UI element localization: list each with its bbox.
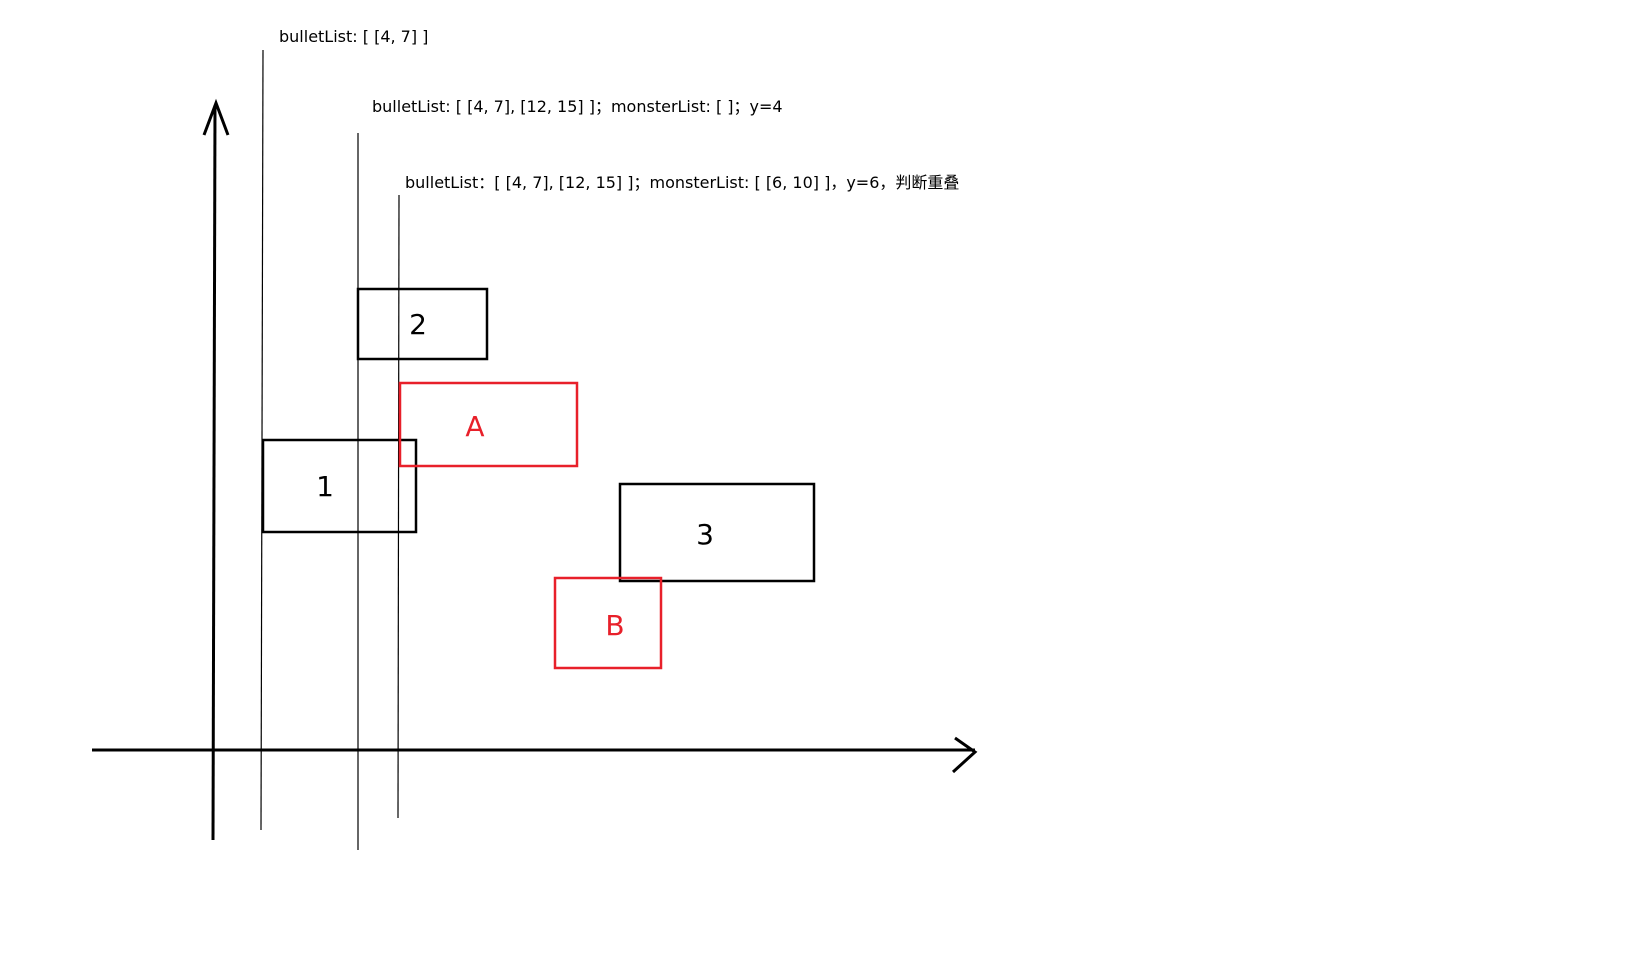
bullet-box-1: 1 (261, 438, 418, 534)
monster-box-b: B (553, 576, 663, 670)
scan-lines (260, 49, 400, 850)
bullet-box-3-label: 3 (696, 518, 714, 551)
axes (92, 98, 978, 841)
bullet-box-1-label: 1 (316, 470, 334, 503)
monster-box-b-label: B (605, 609, 624, 642)
caption-step-2: bulletList: [ [4, 7], [12, 15] ]；monster… (372, 97, 783, 116)
y-axis (211, 104, 217, 841)
monster-box-a-label: A (465, 410, 484, 443)
monster-box-a: A (398, 381, 579, 468)
x-axis-arrowhead (951, 736, 978, 774)
bullet-box-3: 3 (618, 482, 816, 583)
y-axis-arrowhead (202, 98, 230, 136)
bullet-box-2: 2 (356, 287, 489, 361)
caption-step-1: bulletList: [ [4, 7] ] (279, 27, 428, 46)
caption-step-3: bulletList：[ [4, 7], [12, 15] ]；monsterL… (405, 173, 959, 192)
scan-line-3 (397, 194, 400, 819)
bullet-box-2-label: 2 (409, 308, 427, 341)
